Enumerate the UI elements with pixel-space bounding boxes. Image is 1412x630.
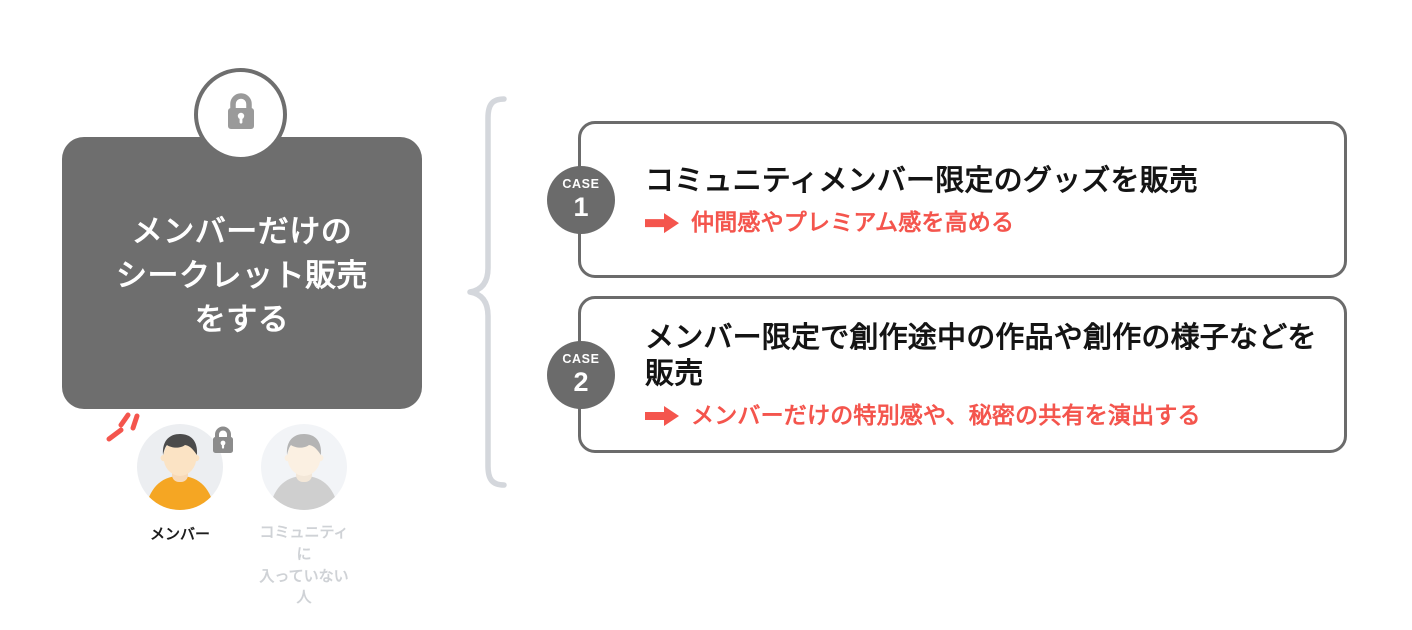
outsider-avatar-icon bbox=[261, 424, 347, 510]
case-badge-word: CASE bbox=[562, 352, 600, 367]
curly-brace-icon bbox=[462, 96, 508, 488]
avatar-outsider-caption: コミュニティに 入っていない人 bbox=[259, 524, 349, 607]
case-body-1: コミュニティメンバー限定のグッズを販売 仲間感やプレミアム感を高める bbox=[645, 163, 1326, 237]
avatar-group: メンバー コミュニティに 入っていない人 bbox=[106, 412, 378, 606]
member-avatar-icon bbox=[137, 424, 223, 510]
concept-title: メンバーだけの シークレット販売 をする bbox=[116, 213, 368, 337]
case-subtext-2: メンバーだけの特別感や、秘密の共有を演出する bbox=[691, 401, 1201, 428]
case-badge-number: 2 bbox=[573, 366, 589, 397]
lock-icon bbox=[221, 90, 261, 139]
lock-badge-icon bbox=[208, 424, 238, 456]
right-arrow-icon bbox=[645, 212, 679, 234]
case-body-2: メンバー限定で創作途中の作品や創作の様子などを販売 メンバーだけの特別感や、秘密… bbox=[645, 319, 1326, 429]
case-badge-word: CASE bbox=[562, 177, 600, 192]
concept-panel: メンバーだけの シークレット販売 をする bbox=[62, 137, 422, 409]
right-arrow-icon bbox=[645, 405, 679, 427]
case-heading-1: コミュニティメンバー限定のグッズを販売 bbox=[645, 164, 1199, 197]
case-badge-1: CASE 1 bbox=[547, 165, 615, 234]
case-subline-1: 仲間感やプレミアム感を高める bbox=[645, 209, 1326, 237]
case-card-1: CASE 1 コミュニティメンバー限定のグッズを販売 仲間感やプレミアム感を高め… bbox=[547, 121, 1347, 278]
case-heading-2: メンバー限定で創作途中の作品や創作の様子などを販売 bbox=[645, 321, 1317, 390]
avatar-outsider: コミュニティに 入っていない人 bbox=[252, 424, 356, 609]
case-badge-number: 1 bbox=[573, 191, 589, 222]
speed-lines-icon bbox=[106, 412, 152, 456]
avatar-member-caption: メンバー bbox=[149, 526, 210, 543]
case-card-2: CASE 2 メンバー限定で創作途中の作品や創作の様子などを販売 メンバーだけの… bbox=[547, 296, 1347, 453]
case-subline-2: メンバーだけの特別感や、秘密の共有を演出する bbox=[645, 402, 1326, 430]
avatar-member: メンバー bbox=[106, 412, 233, 546]
lock-medallion bbox=[194, 68, 287, 161]
case-badge-2: CASE 2 bbox=[547, 340, 615, 409]
case-subtext-1: 仲間感やプレミアム感を高める bbox=[691, 208, 1015, 235]
